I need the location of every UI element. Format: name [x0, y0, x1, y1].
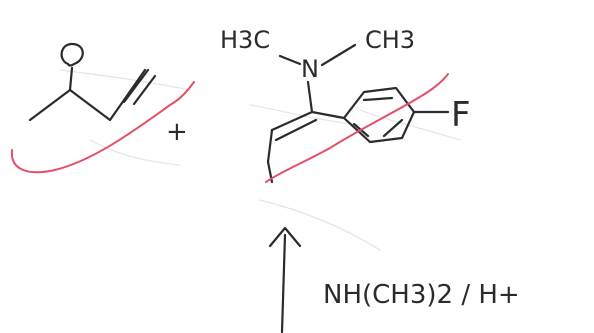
- ghost-strokes-left: [59, 69, 191, 166]
- ghost-strokes-right: [359, 109, 461, 141]
- n-to-right-methyl-bond: [320, 43, 357, 67]
- ghost-strokes-center: [249, 104, 381, 251]
- red-cross-right: [265, 73, 449, 183]
- left-carbonyl-o: [60, 42, 84, 67]
- vinyl-to-methylene: [266, 128, 274, 184]
- left-alkyne-stroke-1: [122, 68, 150, 104]
- vinyl-bond-2: [274, 118, 318, 142]
- n-to-left-methyl-bond: [278, 54, 302, 66]
- red-cross-left: [10, 81, 195, 174]
- aryl-inner-bond-1: [362, 96, 394, 102]
- nitrogen-label: N: [301, 55, 319, 83]
- fluorine-label: F: [451, 95, 471, 135]
- arrow-head: [268, 226, 302, 248]
- vinyl-to-ring-bond: [310, 110, 346, 120]
- left-molecule: [28, 42, 157, 122]
- right-methyl-label: CH3: [365, 26, 415, 54]
- up-arrow: [268, 226, 302, 333]
- left-methyl-label: H3C: [220, 26, 270, 54]
- left-carbonyl-stem: [68, 66, 74, 92]
- aryl-inner-bond-2: [382, 118, 404, 138]
- enamine-structure: H3C N CH3 F: [220, 26, 471, 184]
- arrow-shaft: [280, 233, 287, 333]
- reagent-label: NH(CH3)2 / H+: [323, 280, 520, 310]
- vinyl-bond-1: [270, 110, 314, 132]
- n-to-vinyl-bond: [306, 80, 314, 114]
- plus-sign-left: +: [166, 117, 188, 147]
- left-alkyne-stroke-2: [132, 74, 157, 106]
- left-skeleton: [28, 68, 147, 122]
